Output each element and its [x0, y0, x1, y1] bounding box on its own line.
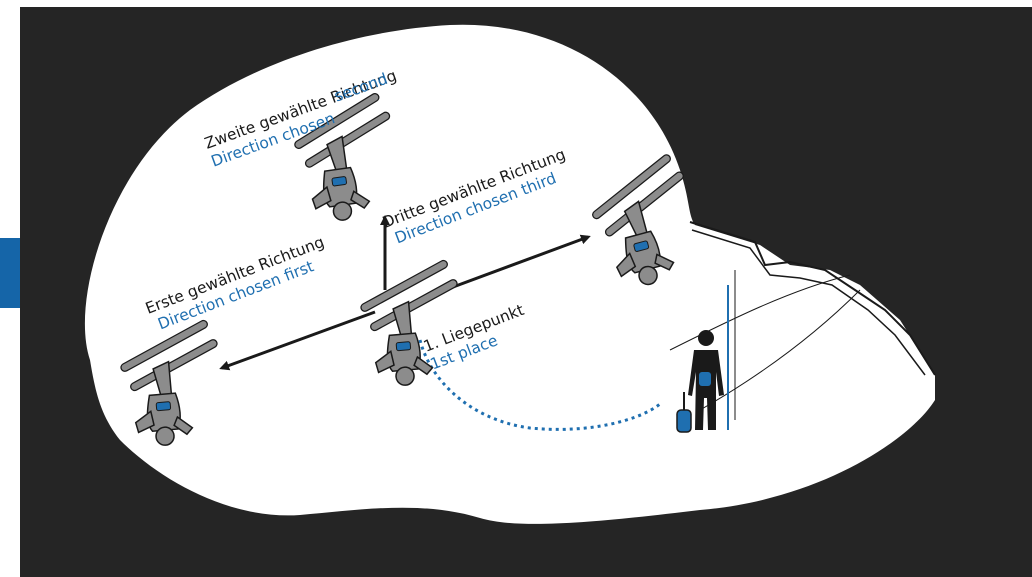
edge-tab: [0, 238, 20, 308]
